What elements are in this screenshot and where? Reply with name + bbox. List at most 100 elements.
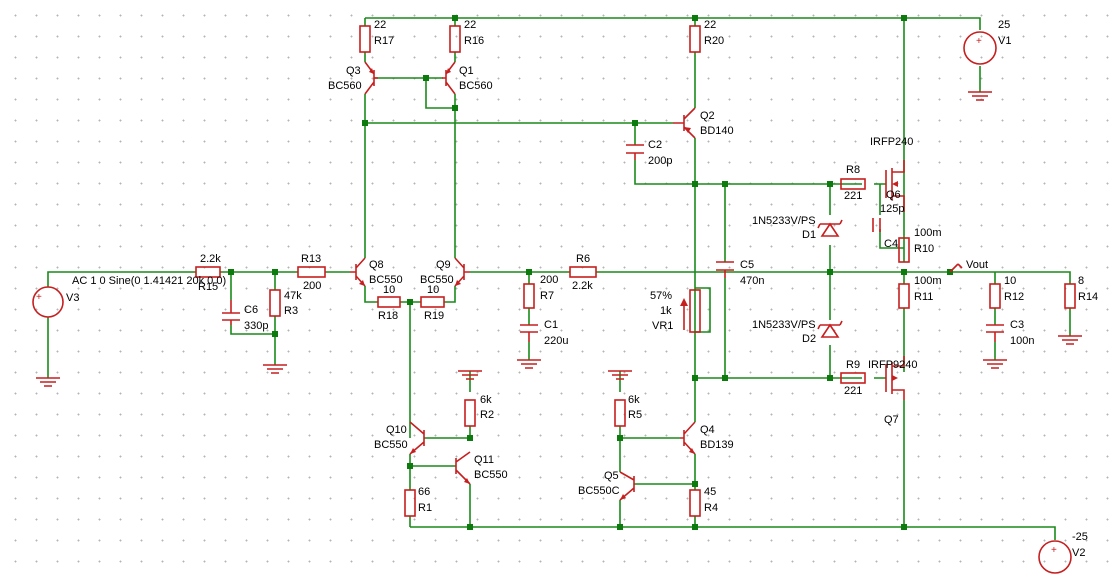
q2-ref: Q2 <box>700 110 715 122</box>
resistor-r15 <box>195 266 221 278</box>
q5-arrow <box>620 494 626 500</box>
r13-ref: R13 <box>301 253 321 265</box>
r1-value: 66 <box>418 486 430 498</box>
junction-dot <box>827 375 833 381</box>
c2-value: 200p <box>648 155 672 167</box>
r19-value: 10 <box>427 284 439 296</box>
v1-plus-sign: + <box>976 36 982 47</box>
grounds <box>36 91 1082 387</box>
q2-value: BD140 <box>700 125 734 137</box>
junction-dot <box>452 15 458 21</box>
resistor-r7 <box>523 283 535 309</box>
zener-d1-bar <box>817 219 843 229</box>
q5-value: BC550C <box>578 485 620 497</box>
ground-symbol <box>36 377 60 387</box>
resistor-r17 <box>359 25 371 53</box>
resistor-r16 <box>449 25 461 53</box>
vr1-ref: VR1 <box>652 320 673 332</box>
d2-ref: D2 <box>802 333 816 345</box>
junction-dot <box>407 299 413 305</box>
junction-dot <box>228 269 234 275</box>
r18-ref: R18 <box>378 310 398 322</box>
capacitor-c6 <box>222 300 240 325</box>
v1-value: 25 <box>998 19 1010 31</box>
transistor-q1 <box>442 61 456 95</box>
r11-value: 100m <box>914 275 942 287</box>
vr1-setting: 57% <box>650 290 672 302</box>
junction-dot <box>692 375 698 381</box>
junction-dot <box>272 269 278 275</box>
capacitor-c2 <box>626 144 644 160</box>
ground-symbol <box>458 370 482 380</box>
q6-ref: Q6 <box>886 189 901 201</box>
ground-symbol <box>983 359 1007 369</box>
vout-label: Vout <box>966 259 988 271</box>
d2-value: 1N5233V/PS <box>752 319 816 331</box>
junction-dot <box>827 269 833 275</box>
v1-positive-wire <box>904 17 981 30</box>
resistor-r5 <box>614 399 626 427</box>
q1-value: BC560 <box>459 80 493 92</box>
r17-value: 22 <box>374 19 386 31</box>
vr1-wires <box>695 287 711 333</box>
r15-value: 2.2k <box>200 253 221 265</box>
resistor-r13 <box>297 266 326 278</box>
zener-d2 <box>820 323 840 338</box>
voltage-source-v3 <box>32 286 64 318</box>
transistor-q3 <box>364 61 378 95</box>
ground-symbol <box>517 359 541 369</box>
r14-ref: R14 <box>1078 291 1098 303</box>
mirror-diode-wire <box>425 78 455 109</box>
junction-dot <box>901 269 907 275</box>
q10-value: BC550 <box>374 439 408 451</box>
negative-rail-wire <box>410 526 1056 540</box>
vr1-value: 1k <box>660 305 672 317</box>
zener-d1 <box>820 222 840 237</box>
q4-ref: Q4 <box>700 424 715 436</box>
c3-ref: C3 <box>1010 319 1024 331</box>
c6-wires <box>230 272 275 335</box>
junction-dot <box>362 120 368 126</box>
r4-value: 45 <box>704 486 716 498</box>
v3-ref: V3 <box>66 292 79 304</box>
mosfets <box>885 160 905 400</box>
r5-value: 6k <box>628 394 640 406</box>
resistor-r12 <box>989 283 1001 309</box>
q8-value: BC550 <box>369 274 403 286</box>
q6-arrow <box>892 181 898 187</box>
d1-ref: D1 <box>802 229 816 241</box>
capacitor-c3 <box>986 324 1004 342</box>
transistor-q5 <box>619 471 635 501</box>
resistor-r18 <box>377 296 401 308</box>
resistor-r8 <box>840 178 866 190</box>
c4-value: 125p <box>880 203 904 215</box>
v2-plus-sign: + <box>1051 545 1057 556</box>
ground-symbol <box>263 364 287 374</box>
junction-dot <box>526 269 532 275</box>
r6-ref: R6 <box>576 253 590 265</box>
q6-value: IRFP240 <box>870 136 913 148</box>
r4-ref: R4 <box>704 502 718 514</box>
c6-value: 330p <box>244 320 268 332</box>
c4-wires <box>879 184 904 249</box>
capacitors <box>222 144 1004 342</box>
junction-dot <box>901 524 907 530</box>
r2-value: 6k <box>480 394 492 406</box>
r14-value: 8 <box>1078 275 1084 287</box>
c2-wires <box>634 123 862 185</box>
q1-ref: Q1 <box>459 65 474 77</box>
resistor-r9 <box>840 372 866 384</box>
sources: + + + <box>32 31 1072 574</box>
q8-arrow <box>359 280 365 286</box>
q3-ref: Q3 <box>346 65 361 77</box>
resistor-r11 <box>898 283 910 309</box>
input-wire <box>47 271 196 287</box>
c5-value: 470n <box>740 275 764 287</box>
junction-dot <box>722 375 728 381</box>
ground-symbol <box>1058 335 1082 345</box>
q10-arrow <box>410 448 416 454</box>
q7-arrow <box>892 375 898 381</box>
v3-value: AC 1 0 Sine(0 1.41421 20k 0 0) <box>72 275 226 287</box>
junction-dot <box>423 75 429 81</box>
potentiometer-vr1 <box>680 289 701 333</box>
